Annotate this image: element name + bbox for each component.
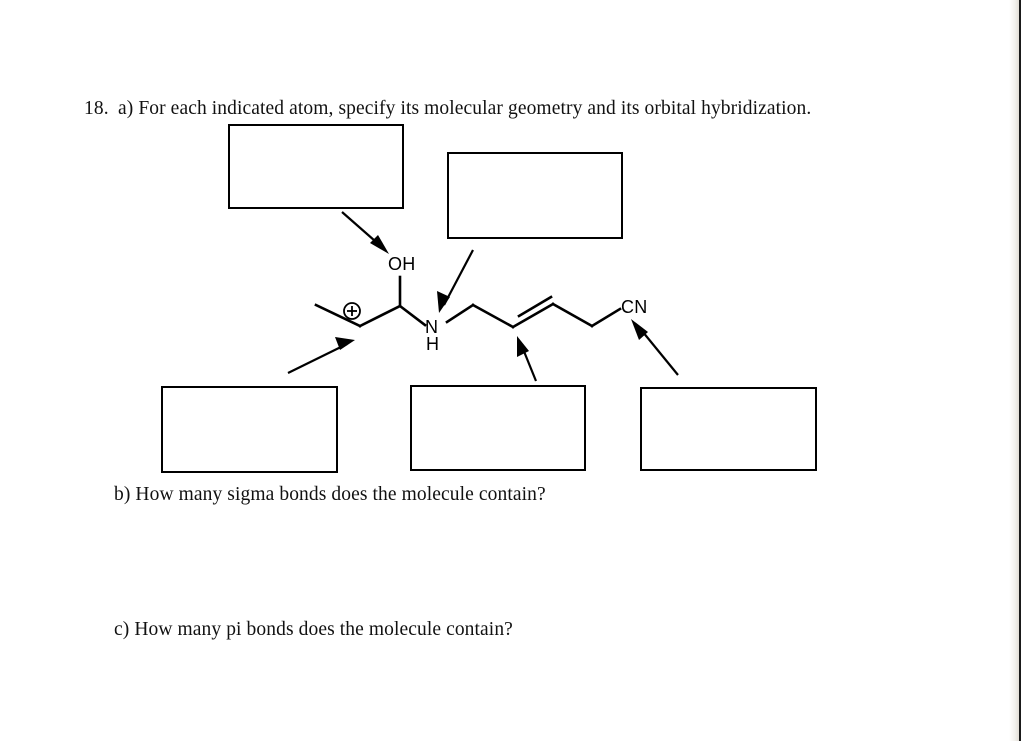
question-number: 18.: [84, 98, 109, 119]
answer-box-alkene[interactable]: [410, 385, 586, 471]
question-part-a-text: a) For each indicated atom, specify its …: [118, 98, 812, 119]
scan-edge-line: [1019, 0, 1021, 741]
answer-box-carbocation[interactable]: [161, 386, 338, 473]
answer-box-nitrogen[interactable]: [447, 152, 623, 239]
arrow-to-nitrogen-icon: [437, 249, 474, 313]
arrow-to-nitrile-icon: [631, 319, 679, 376]
bond-c2-c3: [358, 304, 402, 328]
bond-n-c4: [445, 303, 475, 324]
atom-label-hydroxyl: OH: [388, 254, 416, 274]
arrow-to-hydroxyl-icon: [341, 211, 389, 254]
bond-skeleton: [314, 275, 622, 329]
bond-c1-c2: [314, 303, 362, 328]
answer-box-hydroxyl[interactable]: [228, 124, 404, 209]
bond-c6-c7: [551, 302, 594, 328]
arrow-to-carbocation-icon: [287, 337, 355, 374]
positive-charge-icon: [343, 302, 361, 320]
bond-c3-n: [398, 304, 427, 327]
bond-c5-c6-double-inner: [517, 295, 553, 318]
atom-label-nitrogen-hydrogen: H: [426, 334, 440, 354]
bond-c4-c5: [471, 303, 515, 329]
bond-c7-cn: [590, 307, 622, 328]
answer-box-nitrile[interactable]: [640, 387, 817, 471]
bond-c5-c6-double-outer: [511, 302, 555, 329]
atom-label-nitrogen: N: [425, 317, 439, 337]
scan-edge-shadow: [1009, 0, 1019, 741]
arrow-to-alkene-icon: [517, 336, 538, 382]
question-part-c-text: c) How many pi bonds does the molecule c…: [114, 619, 513, 640]
atom-label-nitrile: CN: [621, 297, 648, 317]
question-part-b-text: b) How many sigma bonds does the molecul…: [114, 484, 546, 505]
